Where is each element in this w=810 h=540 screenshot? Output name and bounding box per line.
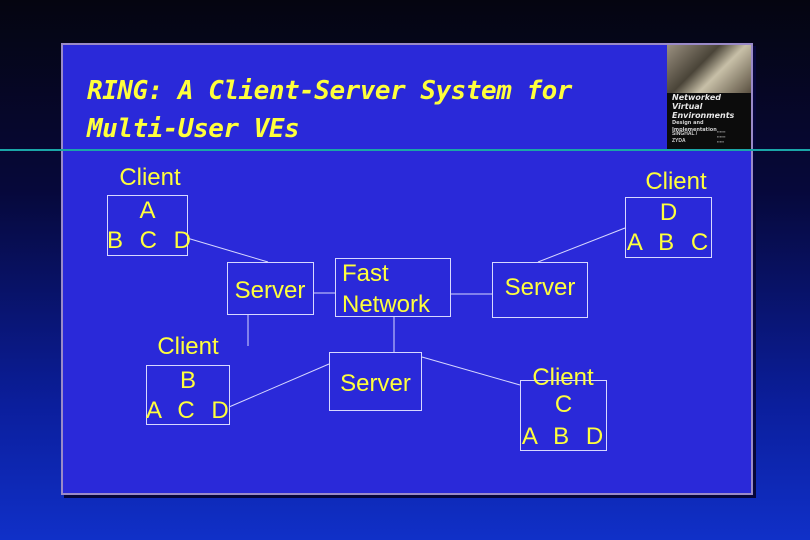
- client-c-box: [520, 380, 607, 451]
- network-label-line-1: Fast: [342, 260, 389, 287]
- slide-title-line-1: RING: A Client-Server System for: [87, 76, 572, 106]
- slide-title-line-2: Multi-User VEs: [87, 114, 300, 144]
- book-title-text: Networked Virtual Environments: [672, 93, 735, 120]
- client-c-name: C: [554, 391, 573, 418]
- book-authors: SINGHAL / ZYDA: [672, 131, 698, 144]
- book-cover-title: Networked Virtual Environments Design an…: [672, 93, 746, 134]
- client-b-label: Client: [157, 333, 219, 360]
- title-rule: [0, 149, 810, 151]
- client-d-name: D: [659, 199, 678, 226]
- client-a-label: Client: [119, 164, 181, 191]
- client-b-sees: A C D: [146, 397, 234, 424]
- network-label-line-2: Network: [342, 291, 431, 318]
- network-box: [335, 258, 451, 317]
- server-left-box: [227, 262, 314, 315]
- client-d-box: [625, 197, 712, 258]
- client-d-sees: A B C: [626, 229, 714, 256]
- book-cover-note: ▪▪▪▪▪▪▪▪▪▪▪▪▪▪▪▪▪: [717, 129, 726, 144]
- slide-title: RING: A Client-Server System for Multi-U…: [87, 72, 572, 148]
- server-right-box: [492, 262, 588, 318]
- client-d-label: Client: [645, 168, 707, 195]
- link-server-right-client-d: [537, 227, 626, 263]
- client-b-name: B: [179, 367, 196, 394]
- client-a-name: A: [139, 197, 156, 224]
- link-server-bottom-client-c: [421, 356, 521, 386]
- client-c-label: Client: [532, 364, 594, 391]
- server-left-label: Server: [234, 277, 306, 304]
- book-cover-photo: [667, 45, 751, 93]
- server-bottom-label: Server: [340, 370, 411, 397]
- book-subtitle-text: Design and Implementation: [672, 120, 717, 133]
- slide-panel: [61, 43, 753, 495]
- server-bottom-box: [329, 352, 422, 411]
- client-b-box: [146, 365, 230, 425]
- link-client-b-server-bottom: [228, 363, 330, 408]
- client-c-sees: A B D: [521, 423, 609, 450]
- client-a-sees: B C D: [107, 227, 197, 254]
- client-a-box: [107, 195, 188, 256]
- book-cover-image: Networked Virtual Environments Design an…: [667, 45, 751, 149]
- server-right-label: Server: [504, 274, 576, 301]
- link-client-a-server-left: [186, 237, 269, 263]
